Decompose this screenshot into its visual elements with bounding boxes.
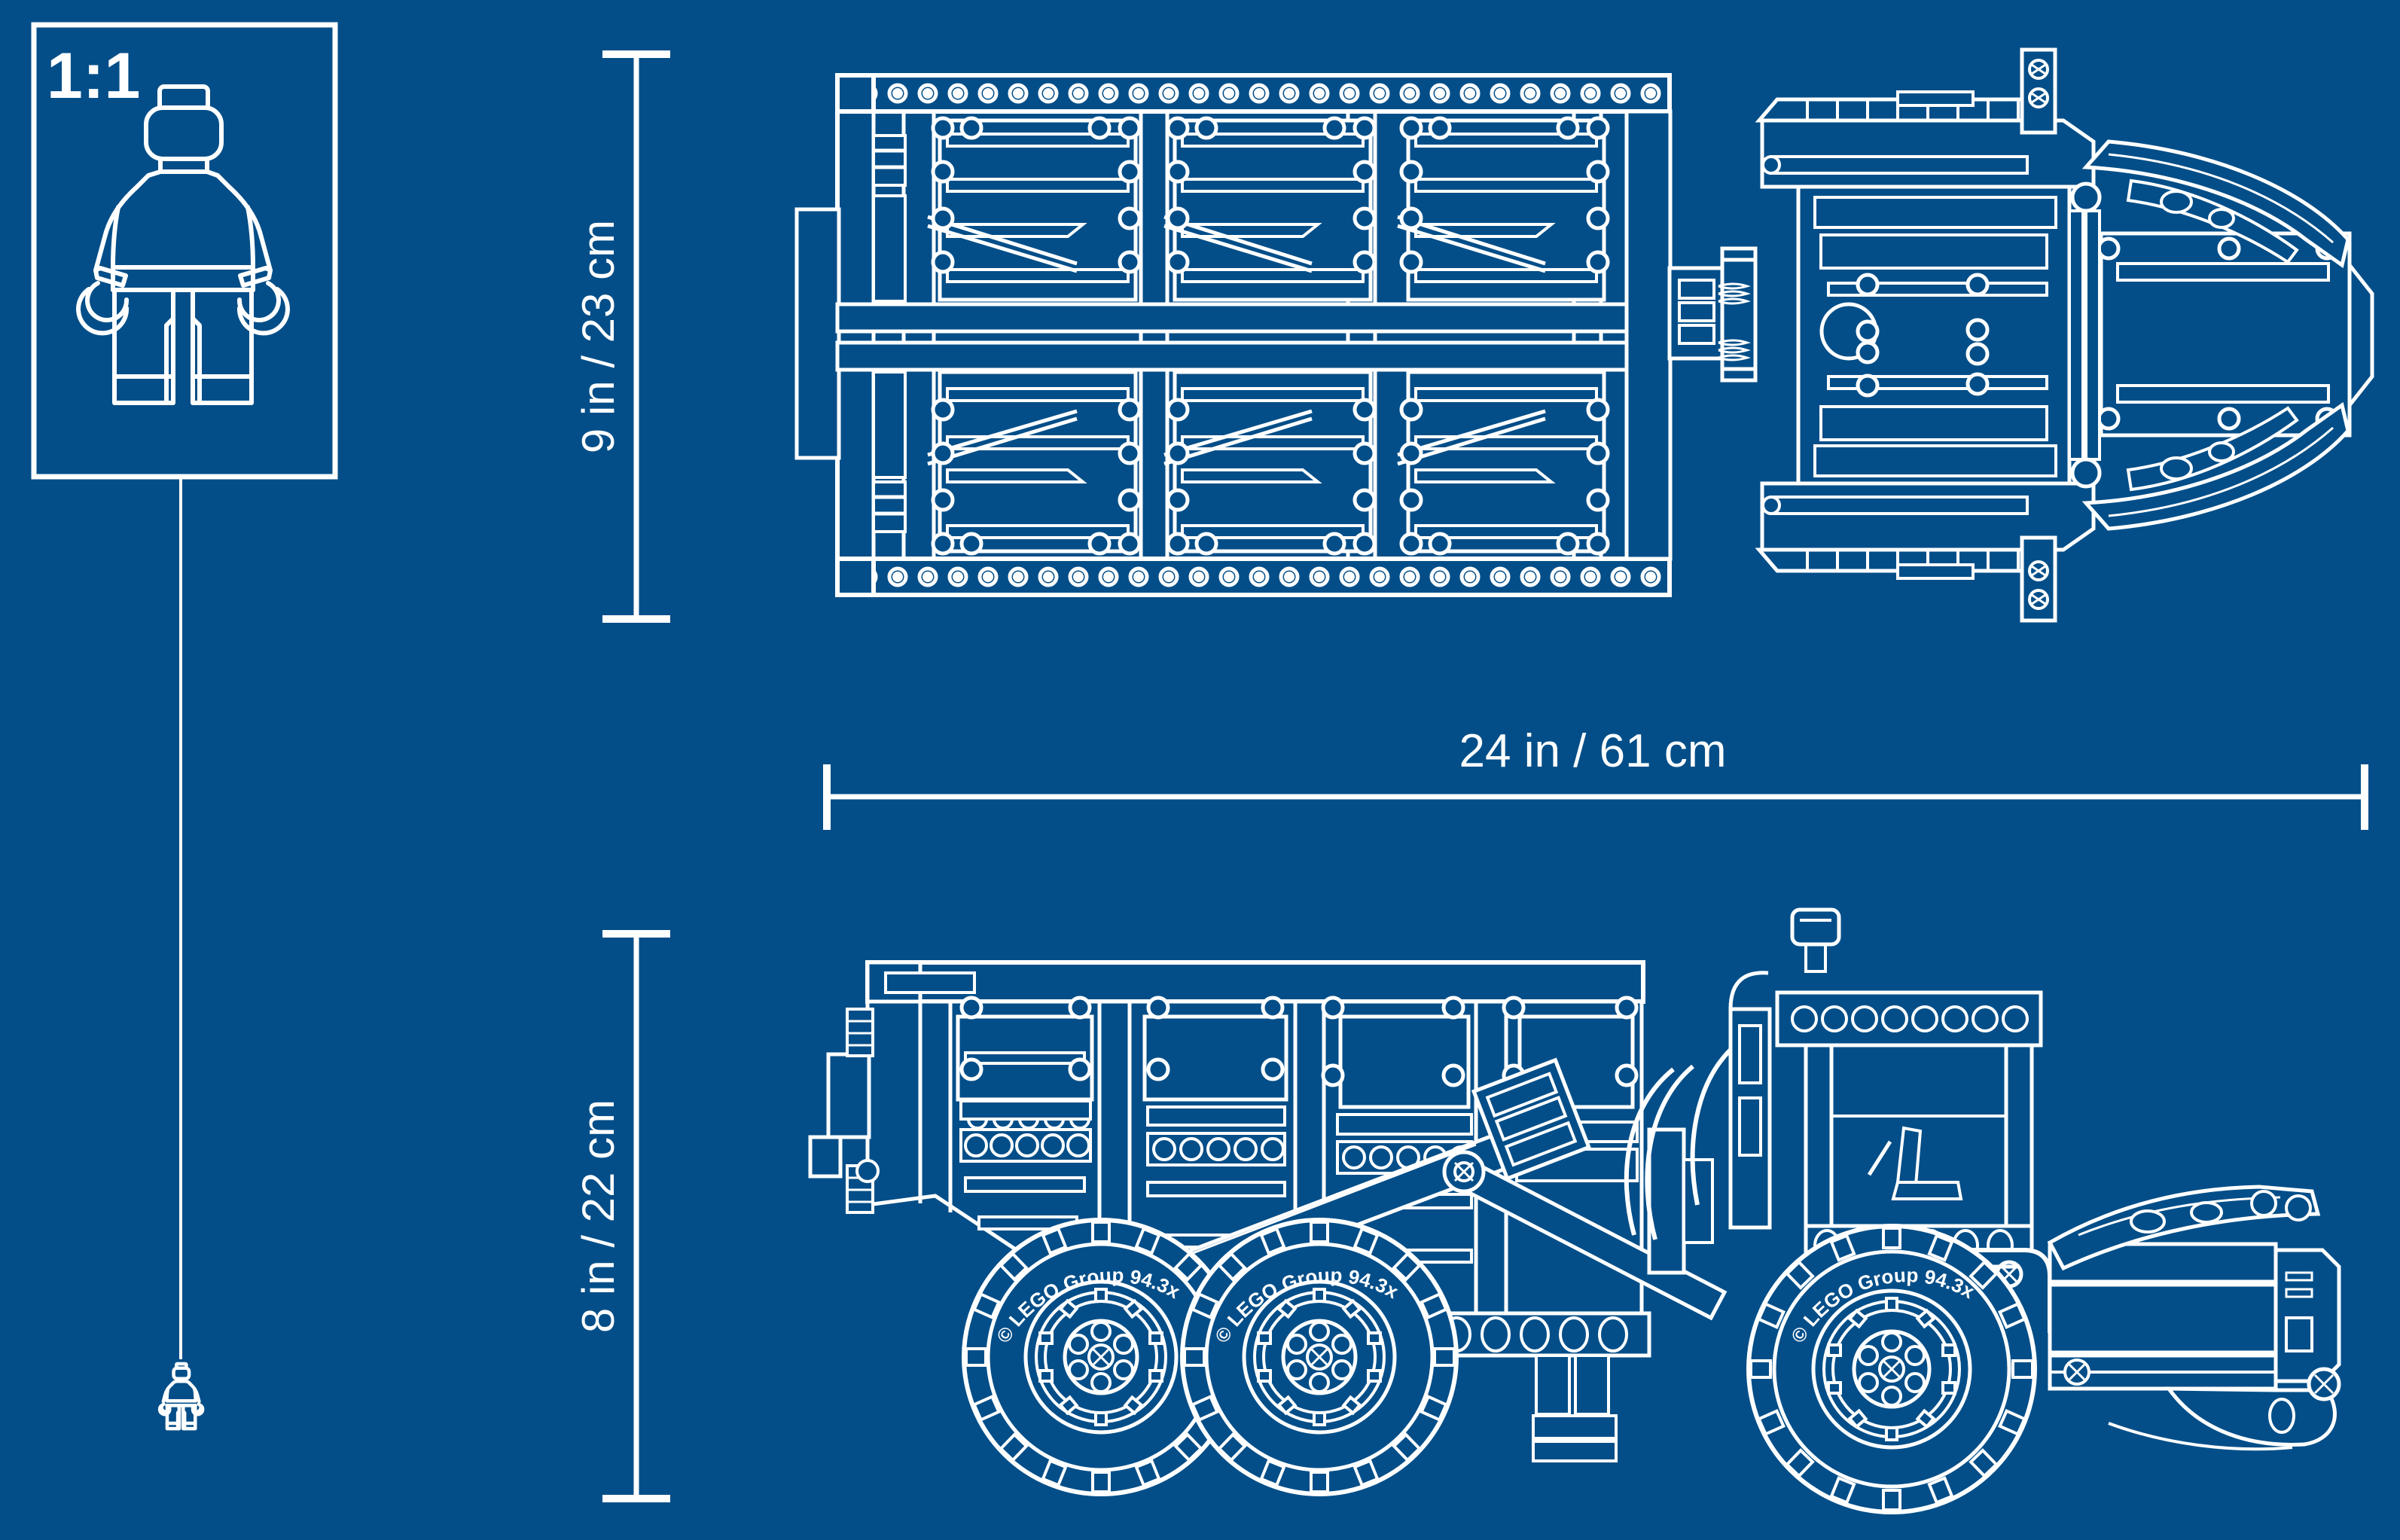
bed-panel-lower-right <box>1397 370 1608 553</box>
engine-cover-panel <box>2048 1282 2278 1355</box>
dimension-label-height-side: 8 in / 22 cm <box>573 1099 624 1333</box>
truck-top-view <box>794 47 2374 623</box>
scale-reference-box: 1:1 <box>31 22 338 1431</box>
bed-panel-upper-mid <box>1163 118 1374 302</box>
dimension-height-top: 9 in / 23 cm <box>573 50 670 623</box>
bed-panel-lower-left <box>927 370 1139 553</box>
front-bumper <box>2165 1386 2337 1447</box>
scale-ratio-label: 1:1 <box>47 40 140 112</box>
minifigure-small-icon <box>157 1362 205 1431</box>
dimension-label-height-top: 9 in / 23 cm <box>573 220 624 453</box>
scale-box-frame <box>31 22 338 480</box>
dimension-length: 24 in / 61 cm <box>823 725 2368 830</box>
articulation-joint-top <box>1667 246 1758 383</box>
beacon-light-icon <box>1790 907 1841 947</box>
minifigure-large-icon <box>76 84 290 405</box>
bed-panel-lower-mid <box>1163 370 1374 553</box>
seat-base <box>1891 1181 1963 1200</box>
dimension-label-length: 24 in / 61 cm <box>1459 725 1727 777</box>
bed-panel-upper-left <box>927 118 1139 302</box>
cab-top-view <box>1718 47 2374 623</box>
steering-column <box>1867 1140 1892 1176</box>
bed-panel-upper-right <box>1397 118 1608 302</box>
dimension-height-side: 8 in / 22 cm <box>573 930 670 1502</box>
